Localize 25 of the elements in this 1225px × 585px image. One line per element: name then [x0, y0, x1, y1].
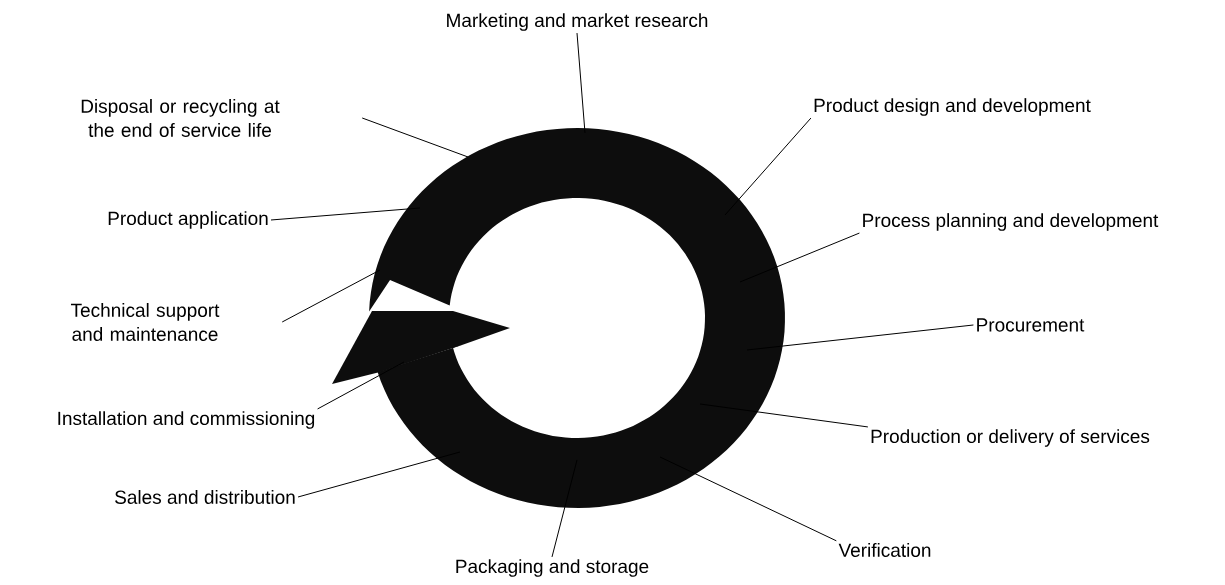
step-label: Installation and commissioning	[58, 411, 315, 429]
leader-line	[576, 32, 586, 134]
step-label: Disposal or recycling at the end of service life	[81, 99, 280, 137]
step-label: Marketing and market research	[447, 13, 708, 31]
step-label: Product design and development	[814, 98, 1091, 116]
leader-line	[317, 361, 405, 410]
leader-line	[281, 269, 381, 323]
step-label: Production or delivery of services	[871, 429, 1150, 447]
step-label: Procurement	[977, 318, 1085, 332]
step-label: Verification	[838, 543, 931, 557]
step-label: Process planning and development	[863, 213, 1159, 231]
leader-line	[699, 403, 869, 428]
leader-line	[270, 207, 421, 221]
leader-line	[659, 456, 837, 542]
leader-line	[361, 117, 469, 158]
leader-line	[724, 117, 812, 216]
leader-line	[746, 324, 974, 351]
step-label: Product application	[108, 211, 268, 229]
step-label: Technical support and maintenance	[71, 303, 220, 341]
leader-line	[739, 232, 860, 283]
leader-line	[551, 459, 578, 558]
leader-line	[297, 451, 461, 498]
step-label: Sales and distribution	[115, 490, 295, 504]
circular-arrow-drawing	[332, 128, 785, 508]
step-label: Packaging and storage	[456, 559, 649, 577]
